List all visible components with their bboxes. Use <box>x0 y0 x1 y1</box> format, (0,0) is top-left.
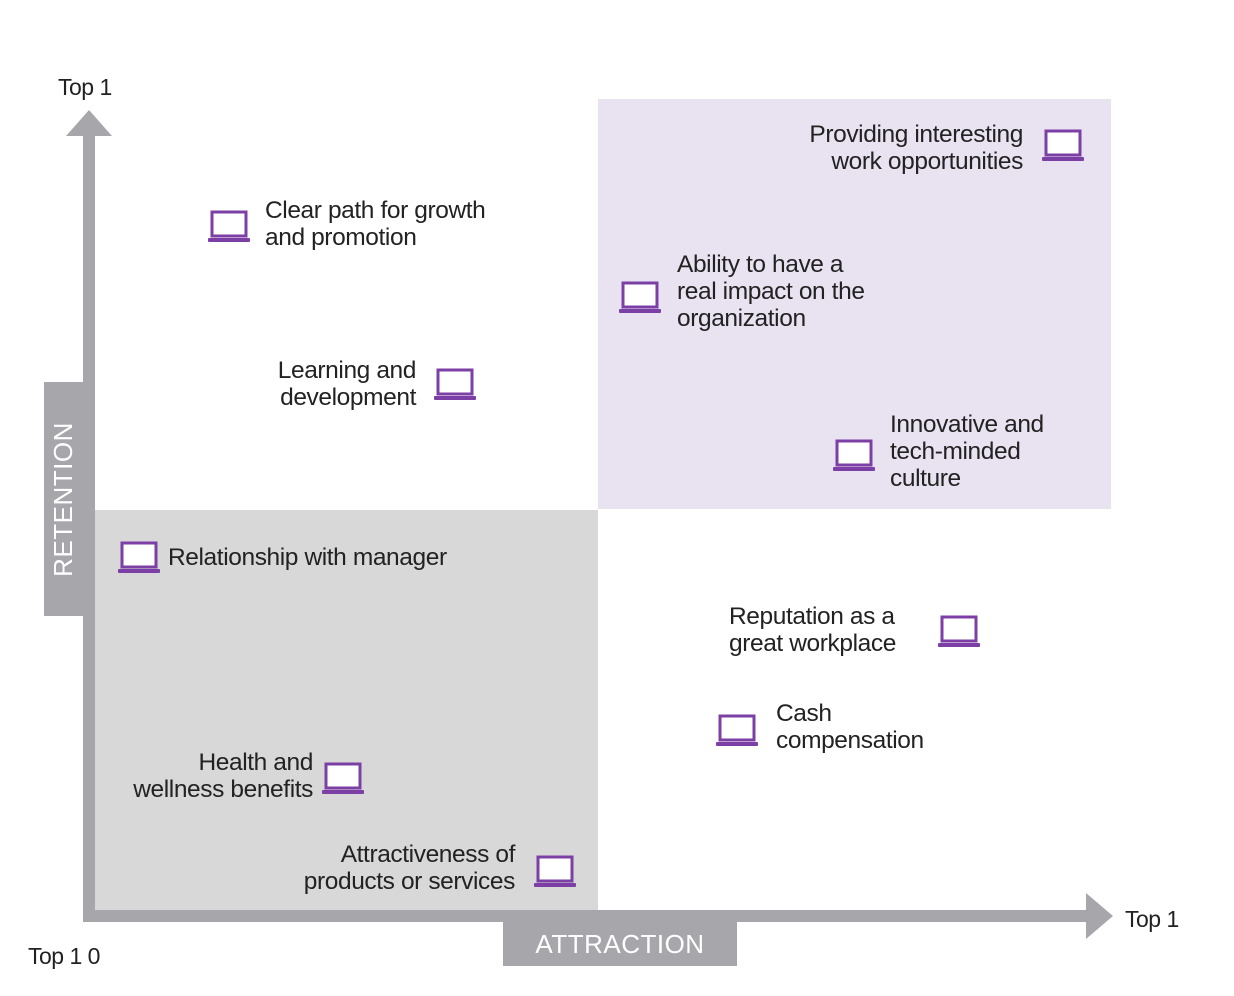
item-line: Innovative and <box>890 411 1044 438</box>
item-line: products or services <box>303 868 516 895</box>
item-line: compensation <box>776 727 924 754</box>
item-growth-path: Clear path for growth and promotion <box>265 197 486 251</box>
item-line: Ability to have a <box>677 251 844 278</box>
item-reputation: Reputation as a great workplace <box>729 603 896 657</box>
laptop-icon <box>619 281 661 313</box>
x-axis-arrowhead <box>1086 893 1113 939</box>
laptop-icon <box>938 615 980 647</box>
item-products: Attractiveness of products or services <box>303 841 516 895</box>
laptop-icon <box>208 210 250 242</box>
item-learning: Learning and development <box>277 357 417 411</box>
item-line: development <box>280 384 416 411</box>
y-axis-line <box>83 130 95 920</box>
item-manager: Relationship with manager <box>168 544 447 571</box>
item-line: wellness benefits <box>133 776 313 803</box>
item-line: Health and <box>198 749 313 776</box>
item-health: Health and wellness benefits <box>133 749 313 803</box>
y-axis-title-tag: RETENTION <box>44 382 83 616</box>
item-line: Attractiveness of <box>340 841 516 868</box>
x-axis-line <box>83 910 1095 922</box>
item-line: Cash <box>776 700 832 727</box>
item-real-impact: Ability to have a real impact on the org… <box>677 251 865 332</box>
item-line: great workplace <box>729 630 896 657</box>
laptop-icon <box>118 541 160 573</box>
laptop-icon <box>434 368 476 400</box>
item-line: culture <box>890 465 961 492</box>
item-line: Reputation as a <box>729 603 895 630</box>
item-interesting-work: Providing interesting work opportunities <box>809 121 1023 175</box>
x-axis-title: ATTRACTION <box>535 928 705 959</box>
item-innovative: Innovative and tech-minded culture <box>890 411 1044 492</box>
item-line: work opportunities <box>831 148 1023 175</box>
laptop-icon <box>1042 129 1084 161</box>
item-line: Providing interesting <box>809 121 1023 148</box>
y-axis-top-label: Top 1 <box>58 74 112 100</box>
item-line: Relationship with manager <box>168 544 447 571</box>
x-axis-title-tag: ATTRACTION <box>503 922 737 966</box>
laptop-icon <box>322 762 364 794</box>
item-line: Learning and <box>277 357 417 384</box>
item-line: and promotion <box>265 224 417 251</box>
item-line: tech-minded <box>890 438 1021 465</box>
item-line: real impact on the <box>677 278 865 305</box>
laptop-icon <box>716 714 758 746</box>
item-line: organization <box>677 305 806 332</box>
bottom-left-quadrant <box>95 510 598 912</box>
item-line: Clear path for growth <box>265 197 486 224</box>
origin-label: Top 1 0 <box>28 943 100 969</box>
item-cash: Cash compensation <box>776 700 924 754</box>
laptop-icon <box>534 855 576 887</box>
x-axis-right-label: Top 1 <box>1125 906 1179 932</box>
y-axis-title: RETENTION <box>48 421 79 577</box>
y-axis-arrowhead <box>66 110 112 136</box>
laptop-icon <box>833 439 875 471</box>
